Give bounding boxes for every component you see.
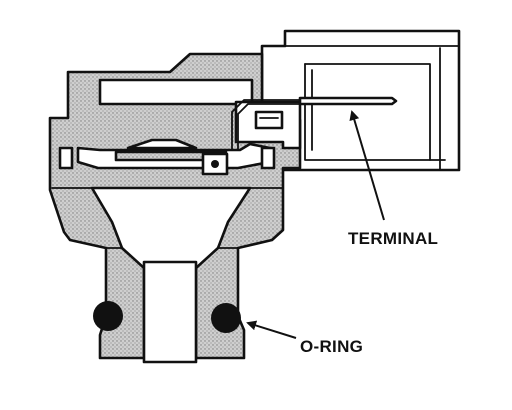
o-ring-leader-arrow (246, 320, 297, 339)
terminal-label: TERMINAL (348, 229, 438, 248)
sensor-housing (48, 52, 302, 360)
leader-arrows (246, 110, 385, 339)
o-ring-left (93, 301, 123, 331)
terminal-leader-arrow (349, 110, 385, 221)
o-ring-right (211, 303, 241, 333)
o-ring-label: O-RING (300, 337, 363, 356)
terminal-pin (231, 96, 398, 151)
sensing-element (58, 138, 276, 176)
o-ring-sections (93, 301, 241, 333)
pressure-port-bore (142, 260, 198, 364)
